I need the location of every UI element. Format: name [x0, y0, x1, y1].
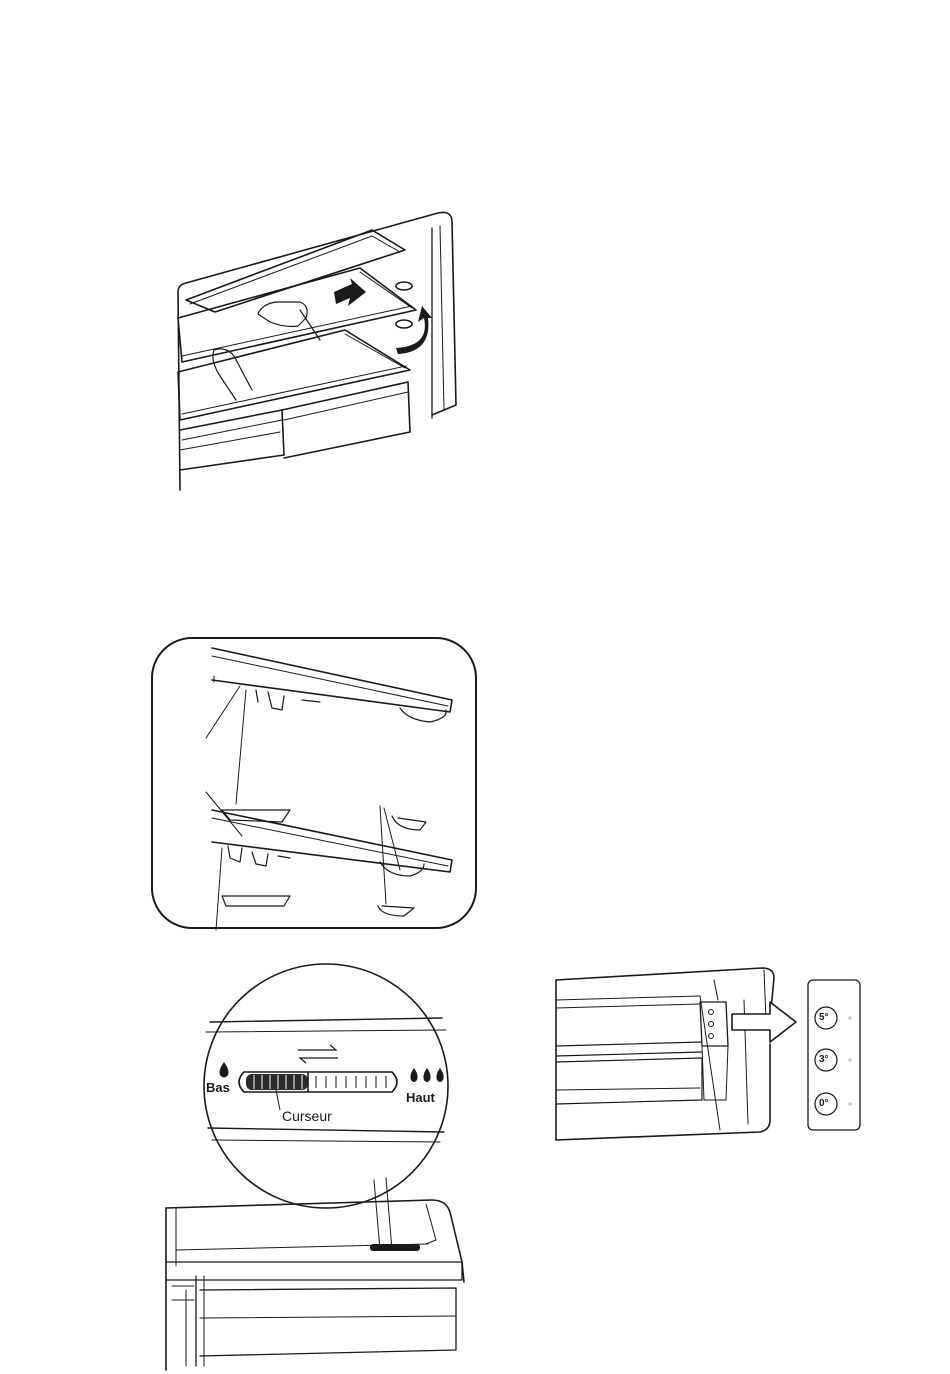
temperature-zone-illustration	[552, 964, 864, 1149]
detail-frame	[152, 638, 476, 928]
humidity-low-label: Bas	[206, 1080, 230, 1095]
humidity-high-label: Haut	[406, 1090, 435, 1105]
temp-3-button[interactable]: 3°	[819, 1054, 829, 1065]
crisper-drawer-illustration	[160, 962, 470, 1374]
humidity-slider	[246, 1072, 386, 1092]
high-humidity-drop-icon	[410, 1068, 443, 1082]
temp-0-button[interactable]: 0°	[819, 1098, 829, 1109]
indicator-light-icon	[848, 1016, 852, 1020]
temp-5-button[interactable]: 5°	[819, 1012, 829, 1023]
slide-direction-icon	[298, 1045, 338, 1063]
indicator-light-icon	[848, 1058, 852, 1062]
slider-label: Curseur	[282, 1108, 332, 1124]
low-humidity-drop-icon	[220, 1062, 229, 1078]
shelf-detail-illustration	[150, 636, 480, 932]
indicator-light-icon	[848, 1102, 852, 1106]
shelf-removal-illustration	[170, 205, 470, 500]
zoom-arrow-icon	[732, 1002, 796, 1042]
